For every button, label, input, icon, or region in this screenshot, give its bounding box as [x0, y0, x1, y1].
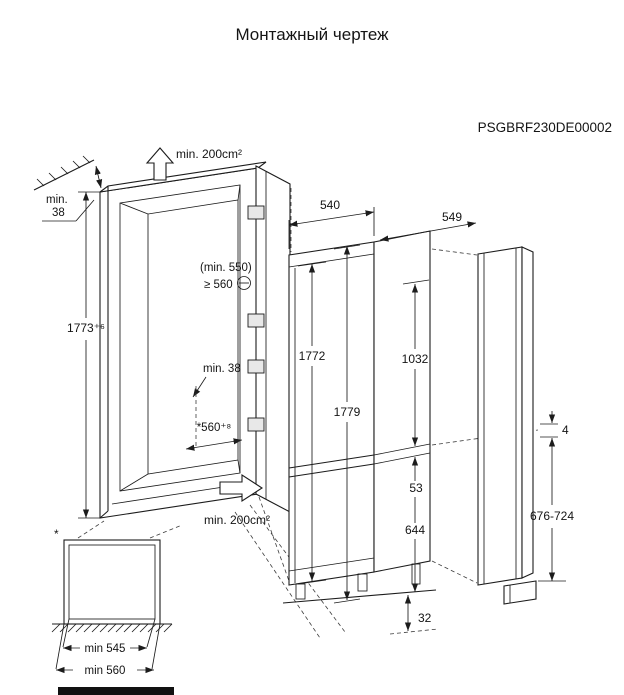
label-rear-gap-value: 38	[52, 207, 65, 219]
side-panel	[477, 246, 537, 605]
dim-lower-door-height: 644	[405, 523, 425, 537]
airflow-arrows	[145, 147, 264, 503]
dim-niche-side-gap: min. 38	[203, 363, 241, 375]
side-panel-dimension-lines	[538, 411, 566, 582]
niche-dimension-lines	[78, 191, 251, 519]
top-airflow-arrow-icon	[145, 147, 175, 181]
page-title: Монтажный чертеж	[235, 25, 389, 44]
hinge-icon	[247, 313, 265, 328]
screw-head-icon	[237, 276, 251, 290]
dim-top-vent-area: min. 200cm²	[176, 147, 242, 161]
dim-appliance-depth: 549	[442, 210, 462, 224]
dim-niche-height: 1773⁺⁶	[67, 321, 105, 335]
hinge-icon	[247, 205, 265, 220]
footnote-asterisk: *	[54, 527, 59, 541]
dim-bottom-clearance: 32	[418, 611, 432, 625]
dim-upper-door-height: 1032	[402, 352, 429, 366]
dim-niche-depth-min: (min. 550)	[200, 262, 252, 274]
niche-cabinet	[99, 161, 267, 519]
appliance-body	[282, 230, 437, 604]
bottom-airflow-arrow-icon	[219, 473, 264, 503]
appliance-dimension-lines	[288, 207, 477, 631]
dim-niche-depth-recommended: ≥ 560	[204, 279, 233, 291]
dim-door-gap: 53	[409, 481, 423, 495]
dim-total-height: 1779	[334, 405, 361, 419]
scan-artifact-bar	[58, 687, 174, 695]
label-rear-gap-min: min.	[46, 194, 68, 206]
plinth-detail	[51, 539, 173, 674]
hinge-icon	[247, 359, 265, 374]
drawing-code: PSGBRF230DE00002	[478, 120, 612, 135]
hinge-icon	[247, 417, 265, 432]
dim-door-height: 1772	[299, 349, 326, 363]
dim-panel-top-gap: 4	[562, 423, 569, 437]
dim-detail-inner-width: min 545	[85, 643, 126, 655]
dim-niche-width: *560⁺⁸	[197, 422, 232, 434]
wall-section	[33, 155, 103, 222]
dim-detail-outer-width: min 560	[85, 665, 126, 677]
dim-bottom-vent-area: min. 200cm²	[204, 513, 270, 527]
dim-appliance-width: 540	[320, 198, 340, 212]
dim-panel-mounting-range: 676-724	[530, 509, 574, 523]
